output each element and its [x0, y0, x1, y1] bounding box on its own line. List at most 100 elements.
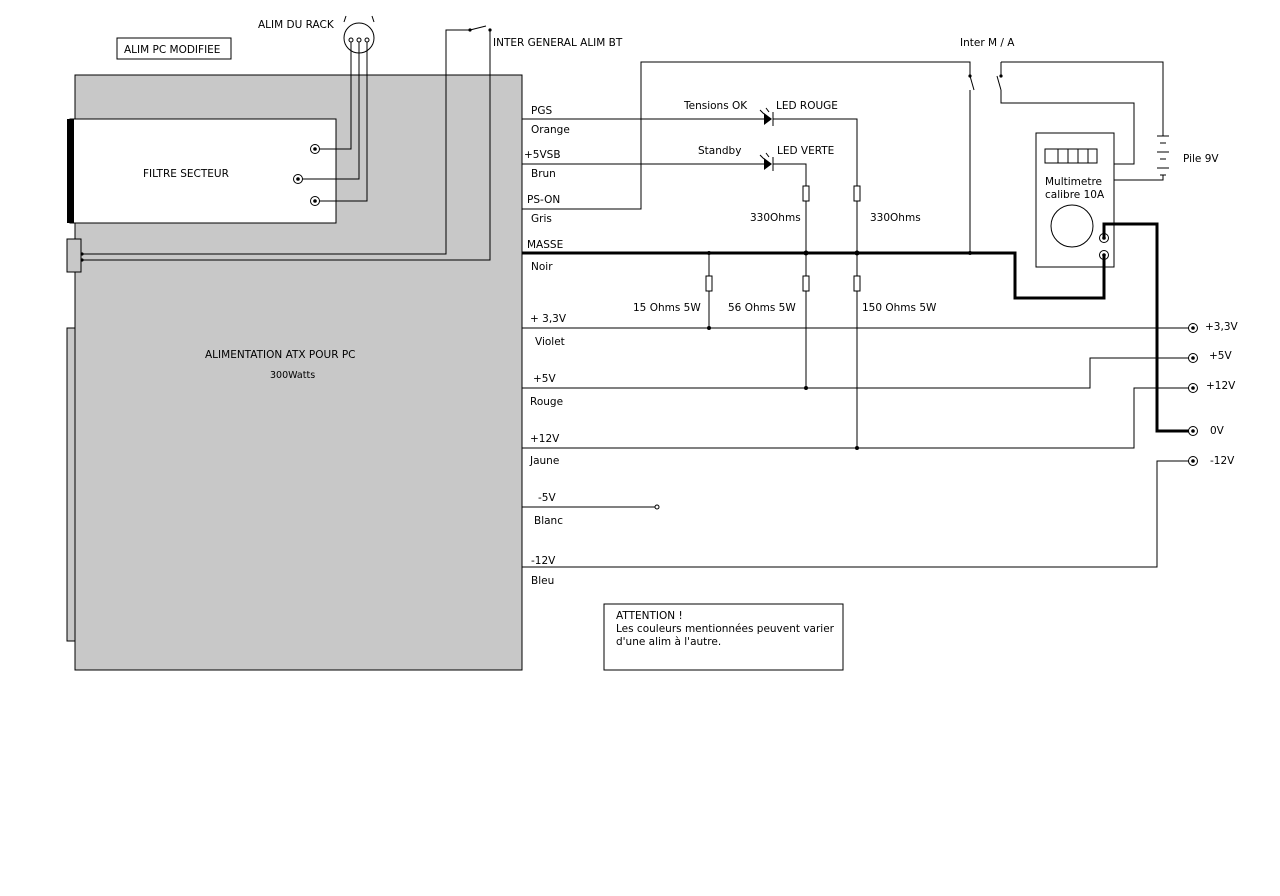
switch-contact-dot [468, 28, 472, 32]
output-label-5v: +5V [1209, 350, 1232, 362]
wire-signal-pson: PS-ON [527, 194, 560, 206]
resistor-330-a [802, 185, 810, 202]
mains-filter [69, 118, 337, 224]
multimeter-dial-icon [1050, 204, 1094, 248]
wire-color-33v: Violet [535, 336, 565, 348]
led-red-out [773, 118, 858, 186]
general-switch-return [82, 30, 491, 261]
output-label-m12v: -12V [1210, 455, 1235, 467]
title-text: ALIM PC MODIFIEE [124, 44, 220, 56]
wire-signal-5vsb: +5VSB [524, 149, 561, 161]
wire-signal-m12v: -12V [531, 555, 556, 567]
standby-label: Standby [698, 145, 741, 157]
led-red-icon [764, 113, 772, 125]
multimeter-digits [1057, 149, 1089, 163]
r330b-label: 330Ohms [870, 212, 921, 224]
output-terminal-12v [1191, 386, 1195, 390]
wire-m12v [522, 460, 1190, 568]
led-green-rays [759, 152, 770, 160]
wire-0v [1102, 222, 1190, 433]
wire-pson [522, 61, 971, 210]
r56-label: 56 Ohms 5W [728, 302, 796, 314]
wire-signal-pgs: PGS [531, 105, 552, 117]
psu-side-panel [66, 327, 76, 642]
battery-wire [1114, 128, 1164, 181]
resistor-56 [802, 275, 810, 292]
junction-dot [968, 251, 972, 255]
filter-terminal [296, 177, 300, 181]
wire-5v [522, 357, 1190, 389]
wire-color-5v: Rouge [530, 396, 563, 408]
wire-labels: PGS Orange +5VSB Brun PS-ON Gris MASSE N… [524, 105, 570, 587]
wire-color-pgs: Orange [531, 124, 570, 136]
wire-signal-5v: +5V [533, 373, 556, 385]
title-box [116, 37, 232, 60]
attention-line-1: ATTENTION ! [616, 610, 683, 622]
general-switch-wire [82, 29, 470, 255]
output-label-33v: +3,3V [1205, 321, 1238, 333]
wire-12v [522, 387, 1190, 449]
plug-pin [364, 37, 370, 43]
wire-m5v-end [654, 504, 660, 510]
wire-color-12v: Jaune [529, 455, 559, 467]
resistor-330-b [853, 185, 861, 202]
filter-terminal [313, 199, 317, 203]
rack-cable-2 [301, 42, 360, 180]
wire-masse [522, 251, 1106, 300]
pile-label: Pile 9V [1183, 153, 1219, 165]
led-red-rays [759, 107, 770, 115]
inter-general-label: INTER GENERAL ALIM BT [493, 37, 623, 49]
attention-line-3: d'une alim à l'autre. [616, 636, 721, 648]
inter-ma-switch-2 [996, 62, 1002, 91]
rack-label: ALIM DU RACK [258, 19, 335, 31]
led-green-icon [764, 158, 772, 170]
wire-color-m5v: Blanc [534, 515, 563, 527]
rack-cable-3 [318, 42, 368, 202]
filter-label: FILTRE SECTEUR [143, 168, 229, 180]
r15-label: 15 Ohms 5W [633, 302, 701, 314]
led-rouge-label: LED ROUGE [776, 100, 838, 112]
resistor-330-legs [805, 201, 858, 253]
resistor-150 [853, 275, 861, 292]
resistor-15 [705, 275, 713, 292]
wire-color-5vsb: Brun [531, 168, 556, 180]
inter-ma-label: Inter M / A [960, 37, 1015, 49]
plug-pin [348, 37, 354, 43]
led-green-out [773, 163, 807, 186]
wire-signal-12v: +12V [530, 433, 560, 445]
attention-line-2: Les couleurs mentionnées peuvent varier [616, 623, 835, 635]
multimeter-label-1: Multimetre [1045, 176, 1102, 188]
wire-color-m12v: Bleu [531, 575, 554, 587]
output-terminal-33v [1191, 326, 1195, 330]
multimeter-label-2: calibre 10A [1045, 189, 1105, 201]
switch-terminal [66, 238, 82, 273]
multimeter-display [1044, 148, 1098, 164]
plug-clip [343, 15, 375, 23]
wire-signal-33v: + 3,3V [530, 313, 567, 325]
general-switch-contact [469, 25, 487, 31]
r330a-label: 330Ohms [750, 212, 801, 224]
output-label-0v: 0V [1210, 425, 1225, 437]
wire-signal-masse: MASSE [527, 239, 563, 251]
filter-terminal [313, 147, 317, 151]
r150-label: 150 Ohms 5W [862, 302, 937, 314]
attention-box [603, 603, 844, 671]
output-terminal-m12v [1191, 459, 1195, 463]
wire-color-pson: Gris [531, 213, 552, 225]
output-terminal-0v [1191, 429, 1195, 433]
psu-title: ALIMENTATION ATX POUR PC [205, 349, 356, 361]
plug-pin [356, 37, 362, 43]
psu-power: 300Watts [270, 370, 315, 381]
inter-ma-to-meter [1000, 90, 1135, 165]
led-verte-label: LED VERTE [777, 145, 834, 157]
output-label-12v: +12V [1206, 380, 1236, 392]
wire-color-masse: Noir [531, 261, 553, 273]
load-legs [708, 253, 858, 448]
battery-icon [1157, 135, 1169, 176]
rack-cable-1 [318, 42, 352, 150]
inter-ma-dot [968, 74, 972, 78]
mains-filter-edge [67, 119, 74, 223]
tensions-ok-label: Tensions OK [683, 100, 748, 112]
